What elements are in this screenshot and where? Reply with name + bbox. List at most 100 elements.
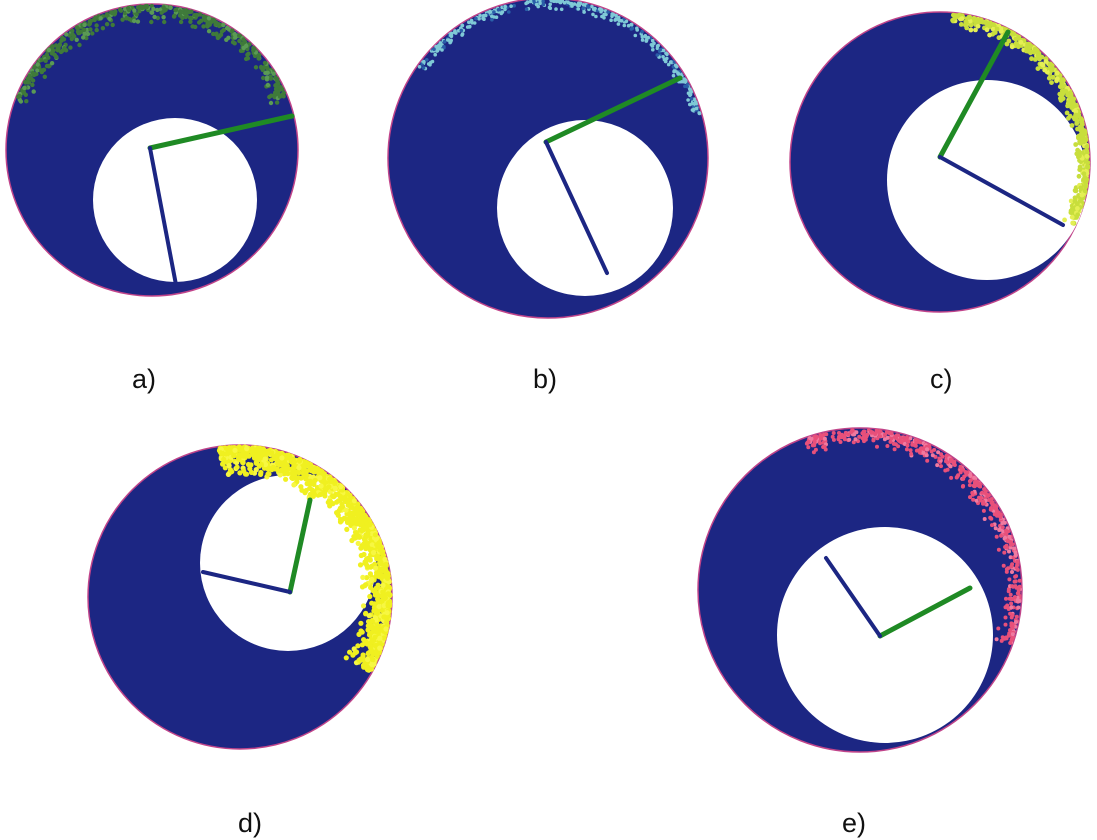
particle bbox=[94, 27, 99, 33]
particle bbox=[309, 487, 315, 493]
particle bbox=[1000, 525, 1005, 530]
particle bbox=[630, 26, 635, 31]
particle bbox=[646, 35, 650, 40]
particle bbox=[904, 435, 909, 440]
particle bbox=[460, 23, 465, 28]
particle bbox=[436, 45, 441, 50]
particle bbox=[223, 451, 229, 457]
particle bbox=[987, 32, 992, 38]
particle bbox=[221, 456, 227, 462]
particle bbox=[904, 447, 909, 452]
particle bbox=[980, 490, 985, 495]
particle bbox=[355, 643, 361, 649]
particle bbox=[1076, 173, 1082, 179]
particle bbox=[905, 443, 910, 448]
particle bbox=[253, 455, 259, 461]
particle bbox=[269, 465, 275, 471]
particle bbox=[222, 465, 228, 471]
particle bbox=[974, 498, 979, 503]
particle bbox=[524, 1, 528, 6]
particle bbox=[220, 460, 226, 466]
particle bbox=[258, 455, 264, 461]
particle bbox=[456, 28, 461, 33]
particle bbox=[302, 490, 308, 496]
particle bbox=[1007, 596, 1012, 601]
particle bbox=[1072, 195, 1078, 201]
particle bbox=[271, 71, 276, 77]
particle bbox=[377, 543, 383, 549]
particle bbox=[384, 610, 390, 616]
particle bbox=[1073, 142, 1079, 147]
particle bbox=[650, 44, 655, 48]
particle bbox=[996, 626, 1001, 631]
particle bbox=[349, 510, 355, 516]
particle bbox=[347, 514, 353, 520]
particle bbox=[1010, 626, 1015, 630]
particle bbox=[277, 450, 283, 457]
particle bbox=[206, 29, 212, 34]
particle-bed bbox=[216, 444, 393, 673]
particle bbox=[432, 47, 436, 51]
particle bbox=[883, 432, 887, 437]
particle bbox=[344, 498, 350, 504]
panel-label-e: e) bbox=[842, 808, 867, 838]
particle bbox=[360, 603, 367, 609]
particle bbox=[590, 4, 594, 9]
particle bbox=[1014, 620, 1018, 624]
particle bbox=[1075, 206, 1080, 211]
particle bbox=[372, 615, 378, 621]
particle bbox=[547, 5, 552, 10]
particle bbox=[861, 430, 866, 435]
particle bbox=[661, 55, 665, 59]
green-arm bbox=[147, 113, 295, 151]
particle bbox=[248, 469, 254, 475]
particle bbox=[993, 526, 998, 531]
particle bbox=[368, 564, 374, 570]
particle bbox=[812, 443, 817, 448]
particle bbox=[274, 100, 280, 105]
particle bbox=[688, 102, 692, 107]
particle bbox=[373, 648, 379, 655]
particle bbox=[998, 26, 1004, 32]
particle bbox=[58, 49, 64, 55]
particle bbox=[640, 29, 644, 34]
particle bbox=[974, 479, 979, 484]
panel-e bbox=[697, 427, 1023, 753]
particle bbox=[851, 440, 856, 445]
particle bbox=[1074, 121, 1080, 126]
particle bbox=[283, 476, 289, 482]
particle bbox=[958, 470, 963, 475]
particle bbox=[665, 56, 669, 61]
particle bbox=[1036, 51, 1042, 57]
particle bbox=[1008, 592, 1013, 597]
particle bbox=[576, 3, 580, 8]
particle bbox=[366, 613, 372, 619]
particle bbox=[365, 656, 371, 663]
particle bbox=[18, 99, 24, 104]
particle bbox=[837, 431, 841, 435]
particle bbox=[230, 40, 236, 45]
particle bbox=[1006, 38, 1012, 44]
particle bbox=[27, 73, 32, 79]
particle bbox=[666, 62, 671, 67]
particle bbox=[352, 520, 359, 526]
particle bbox=[264, 75, 270, 80]
particle bbox=[943, 468, 948, 473]
inner-opening bbox=[93, 118, 257, 282]
particle-bed bbox=[950, 12, 1091, 226]
particle bbox=[30, 70, 36, 76]
particle bbox=[296, 465, 302, 471]
particle bbox=[334, 499, 340, 505]
particle bbox=[609, 18, 613, 23]
particle bbox=[286, 453, 293, 459]
particle bbox=[954, 475, 959, 480]
particle bbox=[373, 585, 379, 591]
particle bbox=[359, 528, 365, 534]
particle bbox=[481, 13, 486, 18]
particle bbox=[356, 657, 362, 663]
particle bbox=[689, 96, 694, 101]
particle bbox=[1043, 59, 1049, 64]
particle bbox=[251, 48, 256, 53]
particle bbox=[1054, 70, 1060, 76]
particle bbox=[1065, 103, 1070, 109]
